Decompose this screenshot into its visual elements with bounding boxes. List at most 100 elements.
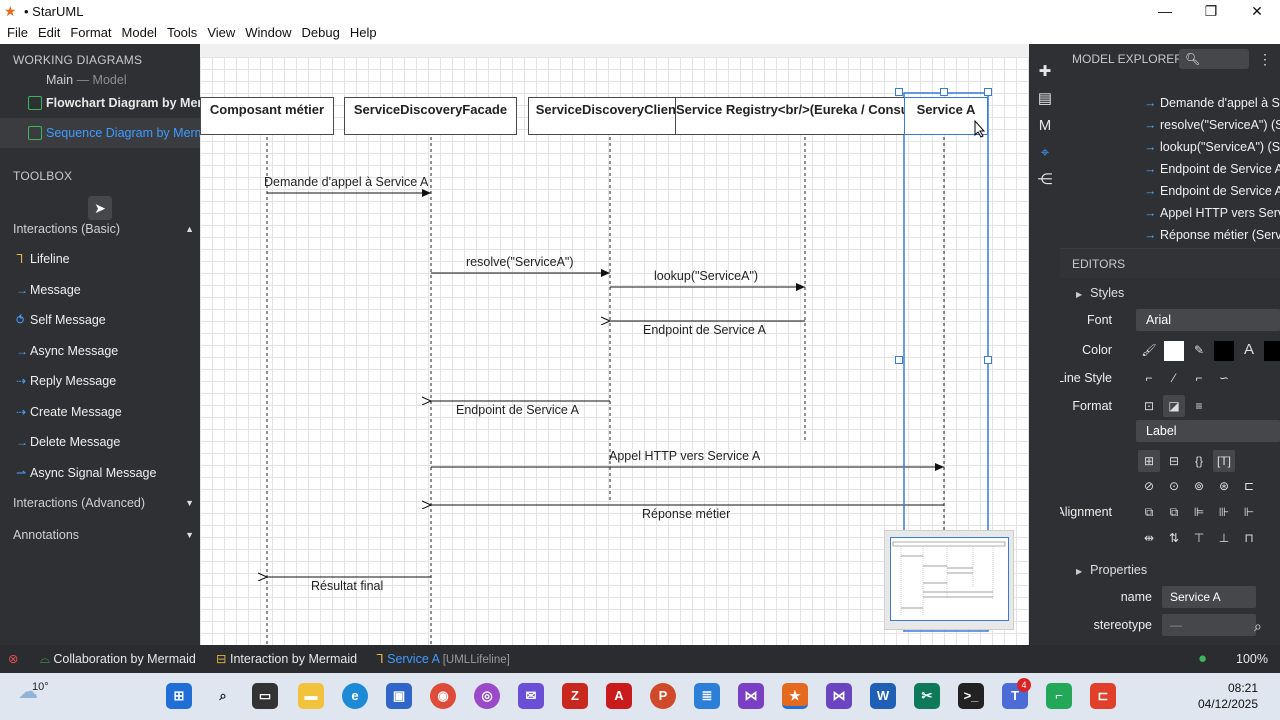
start-button[interactable]: ⊞ [166,683,192,709]
mail-icon[interactable]: ✉ [518,683,544,709]
lifeline-service-discovery-client[interactable]: ServiceDiscoveryClient [528,97,688,135]
working-diagram-main[interactable]: Main — Model [0,74,200,88]
minimap-viewport[interactable] [890,537,1009,621]
resize-handle[interactable] [940,88,948,96]
share-icon[interactable]: ⋲ [1037,171,1053,188]
edge-browser-icon[interactable]: e [342,683,368,709]
show-type-icon[interactable]: [T] [1213,450,1235,472]
stereotype-input[interactable]: — [1162,614,1256,636]
snipping-icon[interactable]: ✂ [914,683,940,709]
diagram-tab-collaboration[interactable]: ⌓ Collaboration by Mermaid [40,645,196,673]
message-label[interactable]: resolve("ServiceA") [466,255,574,269]
working-diagram-sequence[interactable]: Sequence Diagram by Merm [0,118,200,148]
lifeline-composant-metier[interactable]: Composant métier [200,97,334,135]
tool-self-message[interactable]: ⥀Self Message [0,305,200,336]
minimize-button[interactable]: — [1158,3,1172,19]
error-indicator-icon[interactable]: ⊗ [8,652,19,666]
font-select[interactable]: Arial [1136,309,1280,331]
visual-studio-2-icon[interactable]: ⋈ [826,683,852,709]
message-label[interactable]: Appel HTTP vers Service A [609,449,761,463]
word-icon[interactable]: W [870,683,896,709]
tree-item[interactable]: →lookup("ServiceA") (S [1060,136,1280,158]
search-icon[interactable]: ⌕ [1254,618,1262,634]
line-color-swatch[interactable] [1213,339,1235,361]
tree-item[interactable]: →Endpoint de Service A [1060,158,1280,180]
font-color-icon[interactable]: A [1243,341,1254,358]
menu-edit[interactable]: Edit [37,25,61,40]
rectilinear-line-icon[interactable]: ⌐ [1145,371,1153,385]
tool-create-message[interactable]: ⇢Create Message [0,397,200,428]
format-painter-icon[interactable]: 🖌︎ [1141,343,1157,357]
tree-item[interactable]: →Réponse métier (Serv [1060,224,1280,246]
more-options-icon[interactable]: ⋮ [1258,51,1272,67]
bring-to-front-icon[interactable]: ⧉ [1169,505,1179,519]
resize-handle[interactable] [895,356,903,364]
acrobat-icon[interactable]: A [606,683,632,709]
notes-icon[interactable]: ≣ [694,683,720,709]
close-button[interactable]: ✕ [1251,3,1263,19]
shadow-icon[interactable]: ◪ [1163,395,1185,417]
curve-line-icon[interactable]: ∽ [1218,371,1230,385]
stereotype-display-select[interactable]: Label [1136,420,1280,442]
show-visibility-icon[interactable]: ⊞ [1138,450,1160,472]
show-namespace-icon[interactable]: ⊟ [1168,454,1180,468]
send-to-back-icon[interactable]: ⧉ [1144,505,1154,519]
align-middle-icon[interactable]: ⇅ [1168,531,1180,545]
suppress-receptions-icon[interactable]: ⊚ [1193,479,1205,493]
clock[interactable]: 08:21 04/12/2025 [1198,680,1258,712]
fill-color-swatch[interactable] [1163,339,1185,361]
message-label[interactable]: Résultat final [311,579,384,593]
align-center-icon[interactable]: ⊪ [1218,505,1230,519]
markdown-icon[interactable]: M [1038,117,1052,134]
tool-message[interactable]: →Message [0,275,200,306]
pen-icon[interactable]: ✎ [1193,343,1205,357]
staruml-taskbar-icon[interactable]: ★ [782,683,808,709]
app-icon[interactable]: ◎ [474,683,500,709]
navigator-icon[interactable]: ⌖ [1040,144,1050,161]
menu-tools[interactable]: Tools [166,25,198,40]
message-label[interactable]: Endpoint de Service A [456,403,579,417]
terminal-icon[interactable]: >_ [958,683,984,709]
menu-model[interactable]: Model [121,25,157,40]
message-label[interactable]: Endpoint de Service A [643,323,766,337]
panels-icon[interactable]: ▤ [1037,90,1053,107]
pdf-icon[interactable]: P [650,683,676,709]
suppress-operations-icon[interactable]: ⊙ [1168,479,1180,493]
app-green-icon[interactable]: ⌐ [1046,683,1072,709]
same-size-icon[interactable]: ⊓ [1244,531,1254,545]
suppress-columns-icon[interactable]: ⊏ [1243,479,1255,493]
menu-format[interactable]: Format [70,25,112,40]
app-red-icon[interactable]: ⊏ [1090,683,1116,709]
message-label[interactable]: Demande d'appel à Service A [264,175,429,189]
align-bottom-icon[interactable]: ⊥ [1218,531,1230,545]
zoom-level[interactable]: 100% [1236,652,1268,666]
word-wrap-icon[interactable]: ≡ [1195,399,1203,413]
menu-help[interactable]: Help [349,25,377,40]
space-equally-icon[interactable]: ⇹ [1143,531,1155,545]
properties-section-toggle[interactable]: ▶Properties [1076,563,1147,577]
lifeline-service-registry[interactable]: Service Registry<br/>(Eureka / Consul) [675,97,905,135]
font-color-swatch[interactable] [1263,339,1280,361]
message-label[interactable]: Réponse métier [642,507,731,521]
toolbox-group-annotations[interactable]: Annotations ▼ [0,520,200,550]
tool-async-signal-message[interactable]: ⇀Async Signal Message [0,458,200,489]
extensions-puzzle-icon[interactable]: ✚ [1038,63,1052,80]
suppress-literals-icon[interactable]: ⊛ [1218,479,1230,493]
oblique-line-icon[interactable]: ⁄ [1172,371,1175,385]
message-label[interactable]: lookup("ServiceA") [654,269,759,283]
menu-file[interactable]: File [7,25,28,40]
suppress-attributes-icon[interactable]: ⊘ [1143,479,1155,493]
chrome-icon[interactable]: ◉ [430,683,456,709]
tool-async-message[interactable]: →Async Message [0,336,200,367]
pointer-tool-button[interactable]: ➤ [88,196,112,220]
rounded-line-icon[interactable]: ⌐ [1195,371,1203,385]
lifeline-service-discovery-facade[interactable]: ServiceDiscoveryFacade [344,97,517,135]
tool-reply-message[interactable]: ⇢Reply Message [0,366,200,397]
maximize-button[interactable]: ❐ [1204,3,1218,19]
selected-element[interactable]: ᒣ Service A [UMLLifeline] [376,645,510,673]
align-top-icon[interactable]: ⊤ [1193,531,1205,545]
weather-widget[interactable]: ☁ 10° [18,679,49,704]
diagram-tab-interaction[interactable]: ⊟ Interaction by Mermaid [216,645,357,673]
model-search-button[interactable]: 🔍︎ [1179,49,1249,69]
